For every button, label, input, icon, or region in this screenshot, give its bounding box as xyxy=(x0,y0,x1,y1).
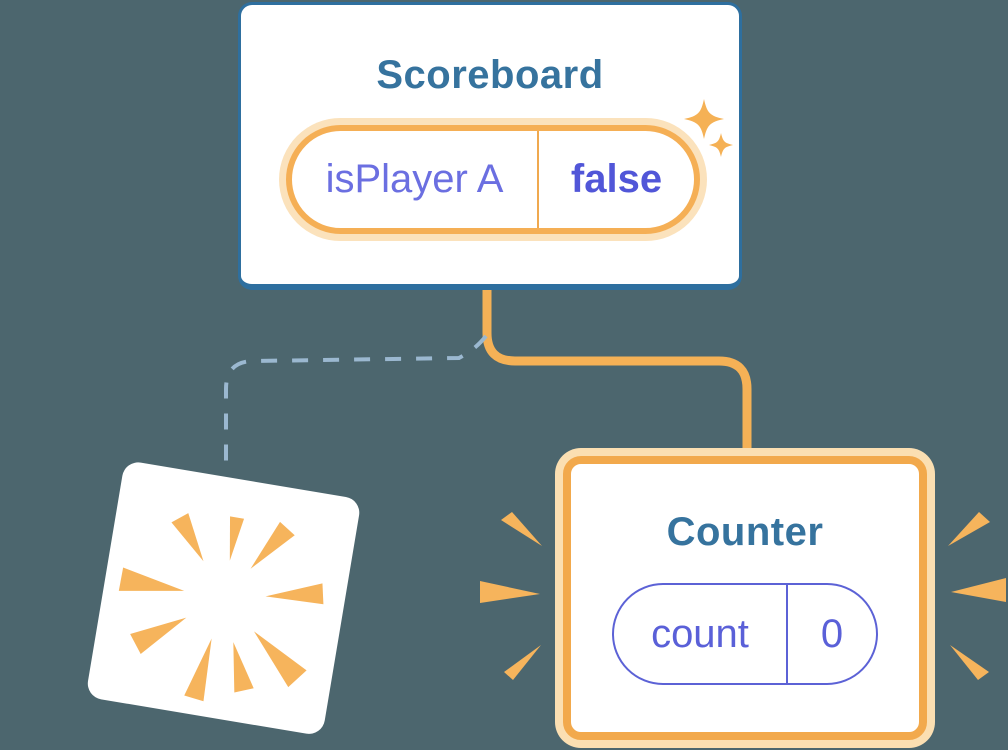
scoreboard-state-pill: isPlayer A false xyxy=(286,125,700,234)
rays-right-icon xyxy=(948,512,1006,680)
state-value-label: 0 xyxy=(820,611,844,656)
sparkles-icon xyxy=(684,99,733,157)
solid-connector-line xyxy=(482,284,752,456)
pill-divider xyxy=(786,585,788,683)
scoreboard-component-box: Scoreboard isPlayer A false xyxy=(238,2,742,290)
state-name-label: isPlayer A xyxy=(325,157,504,201)
state-value-label: false xyxy=(570,157,663,201)
state-name-label: count xyxy=(651,611,749,656)
dashed-connector-line xyxy=(224,334,488,464)
rays-left-icon xyxy=(480,512,542,680)
counter-state-pill: count 0 xyxy=(612,583,878,685)
starburst-icon xyxy=(118,513,324,702)
counter-component-box: Counter count 0 xyxy=(563,456,927,740)
pill-divider xyxy=(537,131,539,228)
scoreboard-title: Scoreboard xyxy=(376,53,604,97)
counter-title: Counter xyxy=(666,510,824,554)
destroyed-component-card xyxy=(85,460,362,737)
